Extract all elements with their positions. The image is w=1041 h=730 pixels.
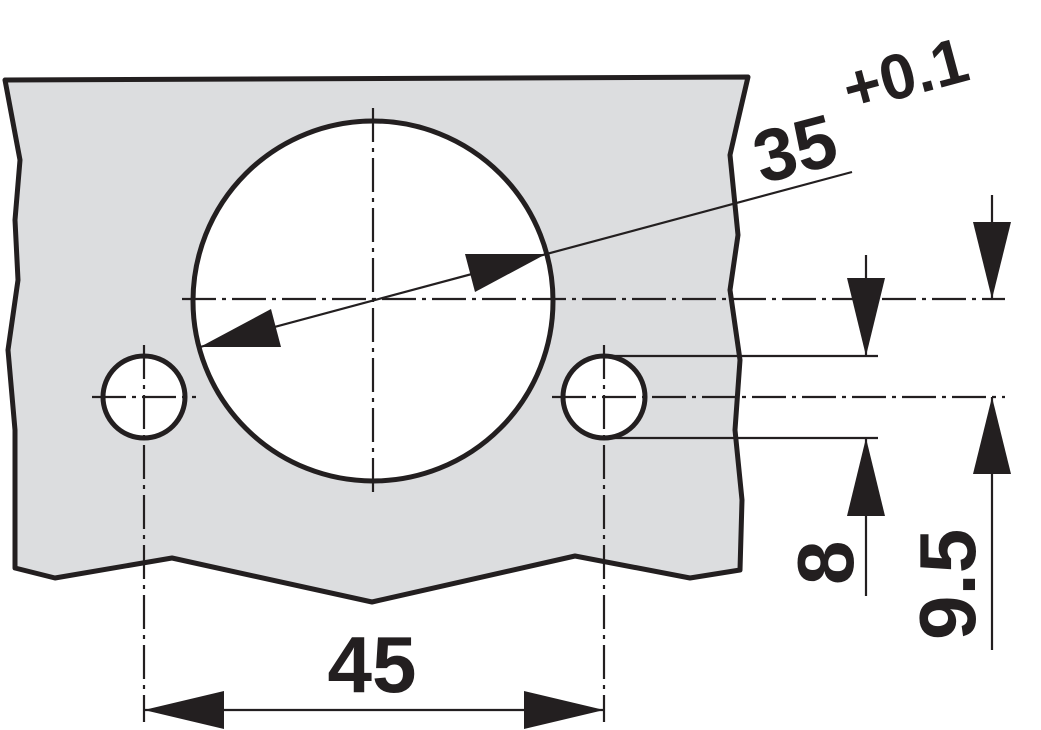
offset-label: 9.5 [903,529,992,640]
cup-diameter-arrow-lower [200,309,281,347]
spacing-label: 45 [328,620,417,709]
spacing-arrow-left [144,691,224,729]
cup-diameter-tolerance-text: +0.1 [835,23,976,125]
diameter-8-arrow-bottom [847,438,885,516]
cup-diameter-arrow-upper [465,254,546,292]
diameter-8-arrow-top [847,278,885,356]
offset-arrow-top [973,222,1011,299]
cup-diameter-label: 35 [745,98,846,199]
cup-diameter-base-text: 35 [745,98,846,199]
spacing-arrow-right [524,691,604,729]
cup-diameter-tolerance-label: +0.1 [835,23,976,125]
offset-arrow-bottom [973,397,1011,474]
diameter-8-label: 8 [781,541,870,586]
